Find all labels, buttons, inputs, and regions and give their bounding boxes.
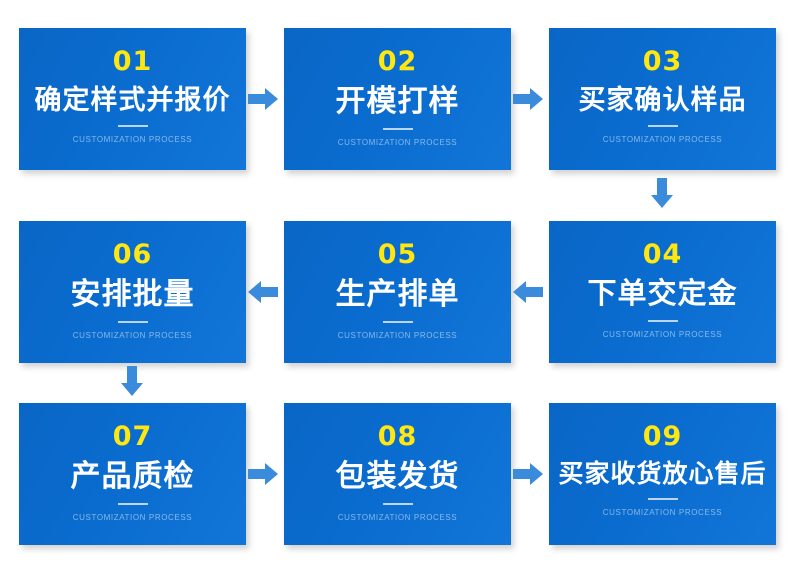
divider-rule bbox=[382, 321, 413, 323]
process-card-02: 02 开模打样 CUSTOMIZATION PROCESS bbox=[284, 28, 511, 170]
step-title: 确定样式并报价 bbox=[34, 85, 231, 115]
step-number: 05 bbox=[377, 239, 418, 270]
divider-rule bbox=[117, 503, 148, 505]
step-title: 下单交定金 bbox=[587, 278, 738, 310]
arrow-down-icon-step3-to-step4 bbox=[650, 178, 674, 208]
step-subtitle: CUSTOMIZATION PROCESS bbox=[72, 513, 193, 522]
divider-rule bbox=[117, 321, 148, 323]
process-card-06: 06 安排批量 CUSTOMIZATION PROCESS bbox=[19, 221, 246, 363]
step-title: 包装发货 bbox=[335, 460, 460, 493]
arrow-right-icon-step8-to-step9 bbox=[513, 462, 543, 486]
step-subtitle: CUSTOMIZATION PROCESS bbox=[72, 331, 193, 340]
process-card-07: 07 产品质检 CUSTOMIZATION PROCESS bbox=[19, 403, 246, 545]
arrow-right-icon-step7-to-step8 bbox=[248, 462, 278, 486]
arrow-left-icon-step4-to-step5 bbox=[248, 280, 278, 304]
divider-rule bbox=[382, 128, 413, 130]
process-card-04: 04 下单交定金 CUSTOMIZATION PROCESS bbox=[549, 221, 776, 363]
divider-rule bbox=[647, 320, 678, 322]
step-title: 开模打样 bbox=[335, 85, 460, 118]
arrow-right-icon-step2-to-step3 bbox=[513, 87, 543, 111]
step-subtitle: CUSTOMIZATION PROCESS bbox=[72, 135, 193, 144]
step-subtitle: CUSTOMIZATION PROCESS bbox=[602, 330, 723, 339]
process-card-09: 09 买家收货放心售后 CUSTOMIZATION PROCESS bbox=[549, 403, 776, 545]
step-number: 04 bbox=[642, 239, 683, 270]
step-number: 01 bbox=[112, 46, 153, 77]
divider-rule bbox=[382, 503, 413, 505]
step-number: 07 bbox=[112, 421, 153, 452]
arrow-right-icon-step1-to-step2 bbox=[248, 87, 278, 111]
step-number: 03 bbox=[642, 46, 683, 77]
divider-rule bbox=[117, 125, 148, 127]
step-title: 产品质检 bbox=[70, 460, 195, 493]
step-subtitle: CUSTOMIZATION PROCESS bbox=[337, 513, 458, 522]
step-title: 生产排单 bbox=[335, 278, 460, 311]
step-number: 08 bbox=[377, 421, 418, 452]
step-title: 买家收货放心售后 bbox=[558, 460, 767, 488]
divider-rule bbox=[647, 498, 678, 500]
process-card-08: 08 包装发货 CUSTOMIZATION PROCESS bbox=[284, 403, 511, 545]
step-subtitle: CUSTOMIZATION PROCESS bbox=[602, 508, 723, 517]
step-title: 买家确认样品 bbox=[578, 85, 747, 115]
divider-rule bbox=[647, 125, 678, 127]
step-number: 09 bbox=[642, 421, 683, 452]
step-number: 02 bbox=[377, 46, 418, 77]
process-card-03: 03 买家确认样品 CUSTOMIZATION PROCESS bbox=[549, 28, 776, 170]
step-subtitle: CUSTOMIZATION PROCESS bbox=[337, 138, 458, 147]
arrow-down-icon-step6-to-step7 bbox=[120, 366, 144, 396]
process-card-05: 05 生产排单 CUSTOMIZATION PROCESS bbox=[284, 221, 511, 363]
process-card-01: 01 确定样式并报价 CUSTOMIZATION PROCESS bbox=[19, 28, 246, 170]
step-title: 安排批量 bbox=[70, 278, 195, 311]
arrow-left-icon-step5-to-step6 bbox=[513, 280, 543, 304]
step-subtitle: CUSTOMIZATION PROCESS bbox=[602, 135, 723, 144]
step-number: 06 bbox=[112, 239, 153, 270]
step-subtitle: CUSTOMIZATION PROCESS bbox=[337, 331, 458, 340]
